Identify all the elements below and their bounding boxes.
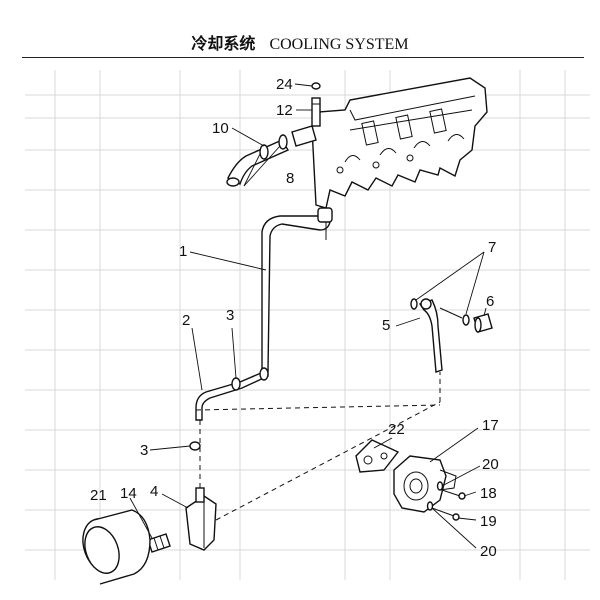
part-3-fitting bbox=[189, 441, 201, 451]
part-2-pipe bbox=[195, 367, 269, 421]
title-divider bbox=[22, 57, 584, 58]
part-6-fitting bbox=[473, 313, 493, 333]
callout-22: 22 bbox=[388, 421, 405, 438]
callout-8: 8 bbox=[286, 170, 294, 187]
callout-3-upper: 3 bbox=[226, 307, 234, 324]
part-14-connector bbox=[147, 533, 171, 553]
callout-19: 19 bbox=[480, 513, 497, 530]
part-21-filter-canister bbox=[82, 509, 151, 585]
part-17-housing bbox=[393, 455, 457, 513]
part-8-clamps bbox=[259, 134, 288, 160]
part-4-filter-head bbox=[185, 487, 217, 551]
bleed-through-grid bbox=[25, 70, 590, 580]
part-12-stud bbox=[311, 97, 321, 127]
engine-block bbox=[311, 77, 488, 209]
leader-lines bbox=[129, 83, 487, 549]
callout-4: 4 bbox=[150, 483, 158, 500]
callout-18: 18 bbox=[480, 485, 497, 502]
callout-3-lower: 3 bbox=[140, 442, 148, 459]
page-title: 冷却系统 COOLING SYSTEM bbox=[0, 30, 600, 54]
part-1-pipe bbox=[261, 207, 333, 373]
part-22-gasket bbox=[355, 439, 400, 473]
part-7-washers bbox=[410, 298, 470, 326]
callout-10: 10 bbox=[212, 120, 229, 137]
banjo-bolt-shaft bbox=[439, 307, 463, 319]
callout-21: 21 bbox=[90, 487, 107, 504]
callout-24: 24 bbox=[276, 76, 293, 93]
part-20-washers bbox=[426, 481, 444, 511]
part-5-pipe bbox=[418, 298, 443, 373]
callout-1: 1 bbox=[179, 243, 187, 260]
callout-6: 6 bbox=[486, 293, 494, 310]
hose-outlet-fitting bbox=[291, 125, 317, 147]
callout-2: 2 bbox=[182, 312, 190, 329]
dashed-routing bbox=[195, 372, 441, 521]
callout-7: 7 bbox=[488, 239, 496, 256]
callout-5: 5 bbox=[382, 317, 390, 334]
part-10-hose bbox=[226, 139, 290, 187]
part-24-cap bbox=[311, 82, 321, 90]
callout-17: 17 bbox=[482, 417, 499, 434]
callout-14: 14 bbox=[120, 485, 137, 502]
callout-labels: 24 12 10 8 1 2 3 3 4 14 21 5 7 6 22 17 2… bbox=[90, 76, 499, 560]
title-chinese: 冷却系统 bbox=[191, 34, 256, 53]
title-english: COOLING SYSTEM bbox=[269, 36, 409, 53]
callout-20-lower: 20 bbox=[480, 543, 497, 560]
callout-20-upper: 20 bbox=[482, 456, 499, 473]
part-18-bolt bbox=[441, 489, 466, 500]
callout-12: 12 bbox=[276, 102, 293, 119]
part-19-bolt bbox=[431, 507, 460, 521]
